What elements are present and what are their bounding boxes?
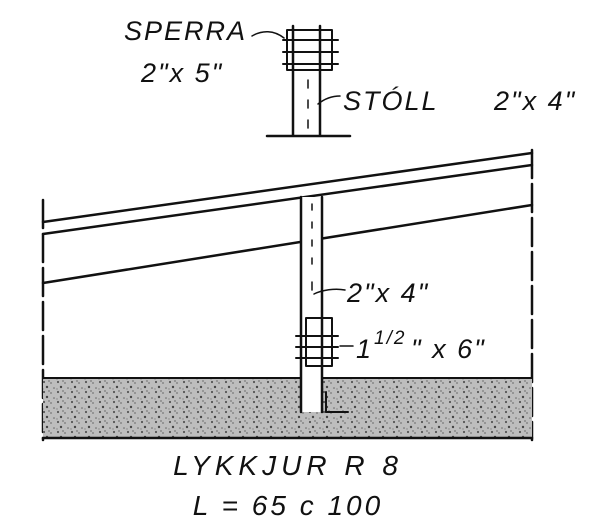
lower-beam-line [41,203,534,285]
upper-beam-bottom-edge [41,163,534,236]
footer-formula-label: L = 65 c 100 [193,490,383,521]
bracket-size-whole: 1 [356,334,373,364]
bracket-size-fraction: 1/2 [374,328,406,349]
main-post-body [301,197,322,412]
post-title-label: STÓLL [343,85,439,116]
main-post [295,195,354,414]
sloped-beams [41,151,534,285]
rafter-size-label: 2"x 5" [140,58,223,88]
post-size-label: 2"x 4" [493,86,576,116]
rafter-title-label: SPERRA [124,16,247,46]
top-post-detail [251,24,352,138]
mid-post-size-label: 2"x 4" [346,278,429,308]
ground-band [41,377,534,440]
ground-fill [43,378,532,438]
upper-beam-top-edge [41,151,534,224]
mid-post-leader-line [313,288,346,295]
base-bracket-outline [305,317,333,367]
footer-title-label: LYKKJUR R 8 [173,450,403,481]
bracket-size-rest: " x 6" [411,334,486,364]
rafter-bracket-outline [286,29,333,71]
rafter-leader-line [251,31,285,39]
post-leader-line [317,95,341,105]
bracket-size-label: 1 1/2 " x 6" [356,328,486,364]
